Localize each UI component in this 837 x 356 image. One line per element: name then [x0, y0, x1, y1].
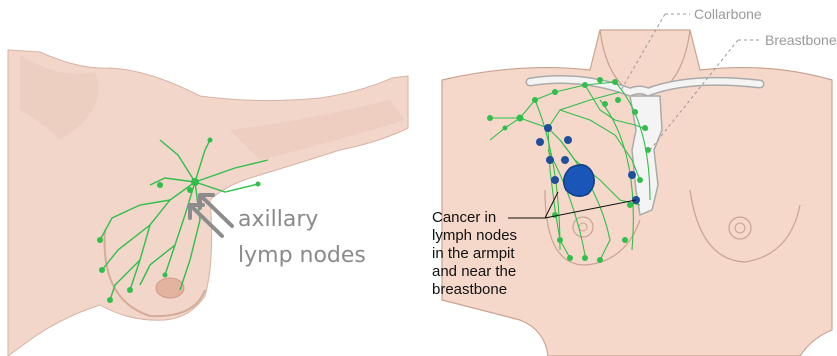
right-panel: Collarbone Breastbone Cancer in lymph no… — [432, 6, 837, 356]
collarbone-label: Collarbone — [694, 6, 762, 22]
axillary-label-line1: axillary — [238, 207, 318, 232]
breastbone-label: Breastbone — [765, 32, 837, 48]
left-areola — [156, 278, 184, 298]
tumor — [564, 165, 595, 196]
axillary-label-line2: lymp nodes — [238, 243, 366, 268]
cancer-label-line3: in the armpit — [432, 245, 515, 262]
cancer-label-line5: breastbone — [432, 281, 507, 298]
cancer-label-line1: Cancer in — [432, 209, 496, 226]
cancer-label-line2: lymph nodes — [432, 227, 517, 244]
cancer-label-line4: and near the — [432, 263, 516, 280]
left-panel: axillary lymp nodes — [8, 50, 408, 356]
